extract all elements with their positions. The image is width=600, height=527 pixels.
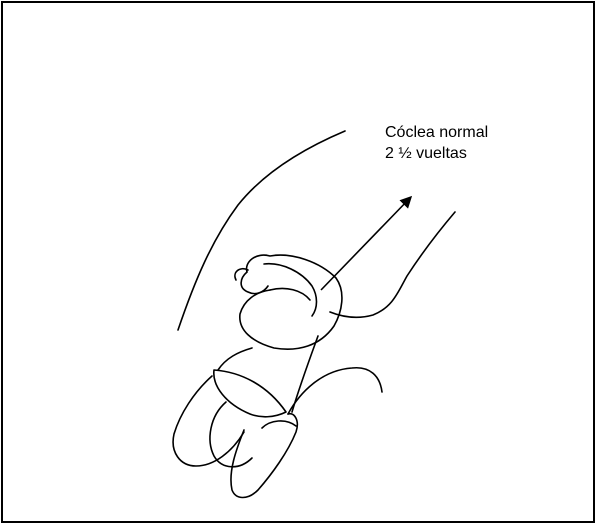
outer-contour-right	[330, 212, 455, 317]
semicircular-canal-outer	[173, 376, 244, 466]
outer-contour-left	[178, 131, 345, 330]
pointer-arrow	[321, 198, 410, 290]
cochlea-whorl-2	[241, 272, 268, 294]
vestibule-left	[218, 348, 252, 370]
cochlea-whorl-1	[270, 288, 310, 300]
vestibule-band	[214, 370, 286, 417]
annotation-line-2: 2 ½ vueltas	[385, 144, 467, 164]
annotation-line-1: Cóclea normal	[385, 123, 488, 143]
semicircular-canal-right	[288, 368, 382, 414]
semicircular-canal-cap	[262, 421, 296, 428]
